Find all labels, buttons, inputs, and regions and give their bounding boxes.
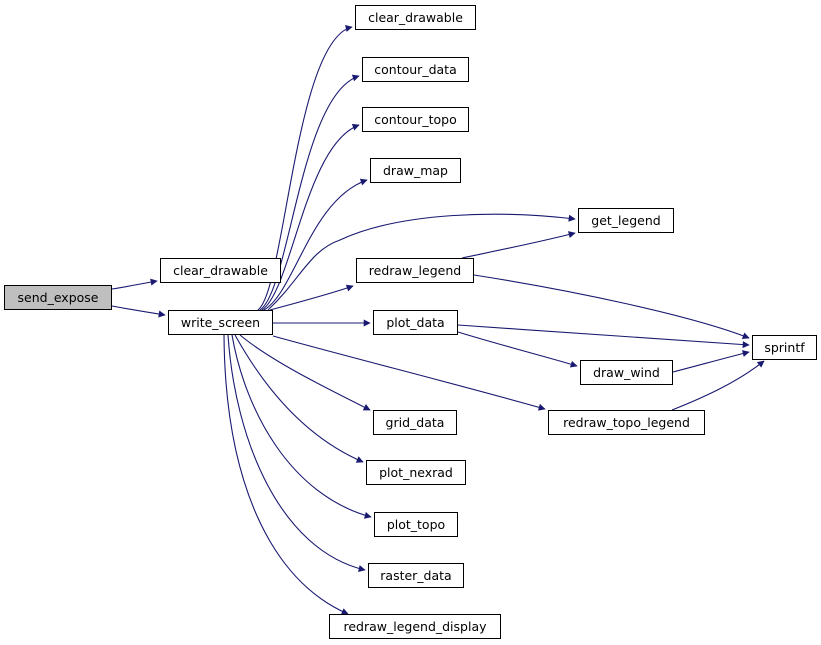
node-plot-data[interactable]: plot_data xyxy=(373,310,458,335)
node-clear-drawable[interactable]: clear_drawable xyxy=(355,5,476,30)
node-contour-topo[interactable]: contour_topo xyxy=(362,107,469,132)
edge-write-screen-to-grid-data xyxy=(239,334,371,411)
edge-write-screen-to-redraw-legend-display xyxy=(223,334,349,615)
edge-redraw-topo-legend-to-sprintf xyxy=(671,360,765,411)
node-sprintf[interactable]: sprintf xyxy=(752,335,817,360)
node-draw-wind[interactable]: draw_wind xyxy=(580,360,673,385)
edge-write-screen-to-contour-topo xyxy=(261,123,360,311)
edge-send-expose-to-clear-drawable-a xyxy=(111,278,158,290)
node-send-expose: send_expose xyxy=(4,285,112,310)
node-redraw-legend[interactable]: redraw_legend xyxy=(356,258,474,283)
node-contour-data[interactable]: contour_data xyxy=(362,57,469,82)
edge-plot-data-to-draw-wind xyxy=(457,331,578,368)
edge-redraw-legend-to-sprintf xyxy=(473,274,750,339)
edge-write-screen-to-plot-topo xyxy=(231,334,372,519)
node-get-legend[interactable]: get_legend xyxy=(578,208,674,233)
node-raster-data[interactable]: raster_data xyxy=(368,563,464,588)
node-clear-drawable-send-expose[interactable]: clear_drawable xyxy=(160,258,281,283)
edge-plot-data-to-sprintf xyxy=(457,324,750,349)
edge-send-expose-to-write-screen xyxy=(111,305,166,318)
edge-write-screen-to-clear-drawable-b xyxy=(257,25,353,311)
edge-write-screen-to-redraw-topo-legend xyxy=(272,335,546,411)
node-grid-data[interactable]: grid_data xyxy=(373,410,457,435)
edge-write-screen-to-plot-nexrad xyxy=(234,334,364,463)
node-redraw-topo-legend[interactable]: redraw_topo_legend xyxy=(548,410,705,435)
node-plot-topo[interactable]: plot_topo xyxy=(374,512,458,537)
node-write-screen[interactable]: write_screen xyxy=(168,310,273,335)
edge-write-screen-to-draw-map xyxy=(263,178,368,311)
edge-write-screen-to-get-legend xyxy=(267,213,576,311)
edge-write-screen-to-raster-data xyxy=(227,334,366,572)
node-redraw-legend-display[interactable]: redraw_legend_display xyxy=(329,614,501,639)
edge-draw-wind-to-sprintf xyxy=(672,350,750,373)
edge-write-screen-to-redraw-legend xyxy=(269,284,354,311)
node-plot-nexrad[interactable]: plot_nexrad xyxy=(366,460,466,485)
edge-write-screen-to-contour-data xyxy=(259,74,360,311)
edge-redraw-legend-to-get-legend xyxy=(461,231,576,259)
node-draw-map[interactable]: draw_map xyxy=(370,158,461,183)
